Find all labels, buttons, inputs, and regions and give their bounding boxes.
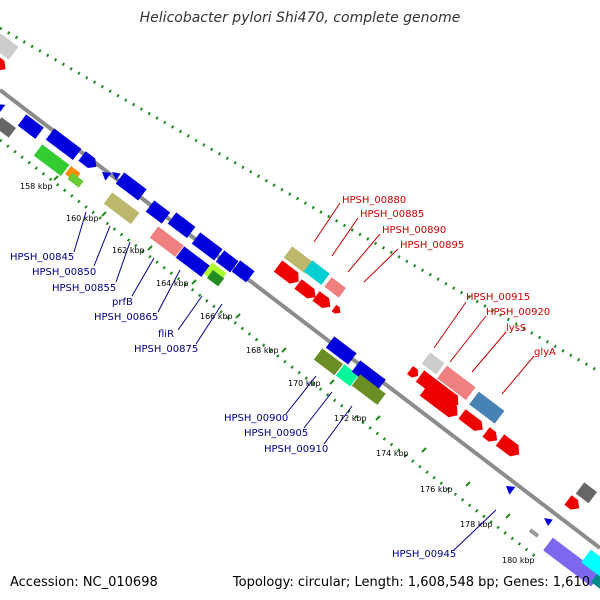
gene-arrow[interactable] <box>458 409 486 434</box>
gene-arrow[interactable] <box>33 144 70 177</box>
tick-label: 162 kbp <box>112 246 145 255</box>
gene-arrow[interactable] <box>331 304 343 316</box>
gene-arrow[interactable] <box>313 348 343 376</box>
gene-arrow[interactable] <box>495 434 524 460</box>
gene-arrow[interactable] <box>469 391 505 424</box>
gene-arrow[interactable] <box>581 549 600 581</box>
tick-label: 168 kbp <box>246 346 279 355</box>
gene-arrow[interactable] <box>99 168 112 181</box>
tick-label: 178 kbp <box>460 520 493 529</box>
gene-arrow[interactable] <box>564 495 582 513</box>
inner-dotted-ring <box>0 138 541 562</box>
gene-label-HPSH_00875: HPSH_00875 <box>134 344 198 355</box>
gene-label-HPSH_00845: HPSH_00845 <box>10 252 74 263</box>
gene-arrow[interactable] <box>542 515 553 527</box>
tick-label: 160 kbp <box>66 214 99 223</box>
gene-arrow[interactable] <box>17 114 44 139</box>
gene-arrow[interactable] <box>335 364 359 387</box>
gene-label-HPSH_00850: HPSH_00850 <box>32 267 96 278</box>
gene-arrow[interactable] <box>303 260 330 285</box>
gene-arrow[interactable] <box>575 482 597 504</box>
gene-arrow[interactable] <box>312 291 334 311</box>
gene-arrow[interactable] <box>437 365 476 401</box>
gene-arrow[interactable] <box>0 57 9 74</box>
gene-label-HPSH_00885: HPSH_00885 <box>360 209 424 220</box>
tick-label: 180 kbp <box>502 556 535 565</box>
gene-arrow[interactable] <box>145 200 171 224</box>
gene-label-HPSH_00910: HPSH_00910 <box>264 444 328 455</box>
tick-label: 174 kbp <box>376 449 409 458</box>
gene-arrow[interactable] <box>167 212 196 239</box>
tick-label: 166 kbp <box>200 312 233 321</box>
gene-arrow[interactable] <box>419 384 462 420</box>
gene-arrow[interactable] <box>406 366 421 380</box>
gene-label-lysS: lysS <box>506 323 526 334</box>
gene-label-HPSH_00905: HPSH_00905 <box>244 428 308 439</box>
gene-arrow[interactable] <box>103 192 140 225</box>
gene-arrow[interactable] <box>283 246 313 274</box>
gene-arrow[interactable] <box>78 151 100 171</box>
gene-label-HPSH_00865: HPSH_00865 <box>94 312 158 323</box>
gene-arrow[interactable] <box>325 336 357 365</box>
tick-label: 170 kbp <box>288 379 321 388</box>
gene-arrow[interactable] <box>206 270 225 287</box>
gene-label-glyA: glyA <box>534 347 556 358</box>
gene-arrow[interactable] <box>351 360 386 391</box>
gene-arrow[interactable] <box>273 260 303 287</box>
reverse-leaders <box>73 211 497 551</box>
gene-arrow[interactable] <box>590 574 600 590</box>
gene-arrow[interactable] <box>528 528 540 538</box>
gene-arrow[interactable] <box>110 169 121 181</box>
forward-strand-genes <box>0 33 597 513</box>
gene-arrow[interactable] <box>191 232 223 261</box>
gene-label-HPSH_00945: HPSH_00945 <box>392 549 456 560</box>
gene-label-HPSH_00915: HPSH_00915 <box>466 292 530 303</box>
genome-summary-text: Topology: circular; Length: 1,608,548 bp… <box>232 575 590 590</box>
gene-arrow[interactable] <box>543 537 600 587</box>
gene-arrow[interactable] <box>115 172 147 201</box>
gene-label-HPSH_00880: HPSH_00880 <box>342 195 406 206</box>
tick-label: 164 kbp <box>156 279 189 288</box>
gene-arrow[interactable] <box>67 172 84 188</box>
gene-arrow[interactable] <box>294 279 319 302</box>
tick-label: 158 kbp <box>20 182 53 191</box>
gene-arrow[interactable] <box>503 482 516 495</box>
gene-arrow[interactable] <box>482 427 500 445</box>
gene-arrow[interactable] <box>45 128 82 161</box>
gene-arrow[interactable] <box>0 117 16 138</box>
gene-label-fliR: fliR <box>158 329 174 340</box>
gene-label-HPSH_00920: HPSH_00920 <box>486 307 550 318</box>
gene-arrow[interactable] <box>0 33 19 60</box>
forward-leaders <box>313 202 535 395</box>
gene-label-HPSH_00895: HPSH_00895 <box>400 240 464 251</box>
gene-arrow[interactable] <box>351 374 386 405</box>
gene-arrow[interactable] <box>231 260 255 283</box>
gene-arrow[interactable] <box>421 352 445 375</box>
tick-label: 176 kbp <box>420 485 453 494</box>
reverse-strand-genes <box>0 100 600 590</box>
gene-label-HPSH_00900: HPSH_00900 <box>224 413 288 424</box>
genome-backbone <box>0 88 600 550</box>
gene-arrow[interactable] <box>149 226 184 257</box>
map-title: Helicobacter pylori Shi470, complete gen… <box>140 10 461 26</box>
gene-label-HPSH_00890: HPSH_00890 <box>382 225 446 236</box>
gene-label-HPSH_00855: HPSH_00855 <box>52 283 116 294</box>
gene-label-prfB: prfB <box>112 297 133 308</box>
tick-label: 172 kbp <box>334 414 367 423</box>
outer-dotted-ring <box>0 26 600 374</box>
gene-arrow[interactable] <box>0 100 6 113</box>
accession-text: Accession: NC_010698 <box>10 575 158 590</box>
gene-arrow[interactable] <box>324 277 346 298</box>
tick-marks <box>53 175 553 553</box>
gene-arrow[interactable] <box>415 370 463 410</box>
gene-arrow[interactable] <box>175 246 210 277</box>
gene-arrow[interactable] <box>215 250 239 273</box>
